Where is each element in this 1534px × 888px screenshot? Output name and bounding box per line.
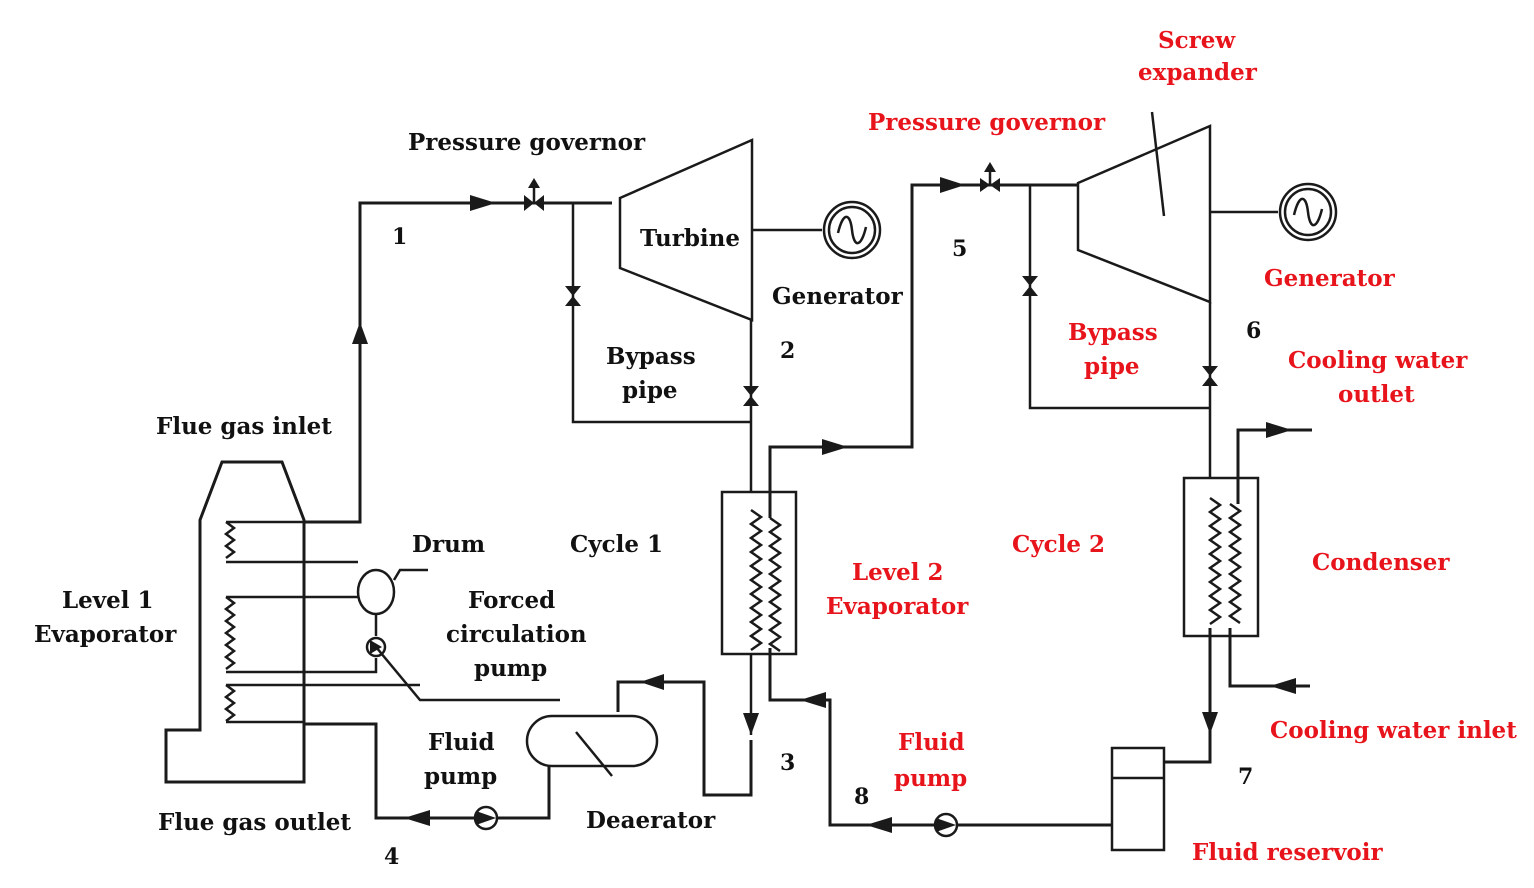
level1-evaporator-duct [164, 460, 306, 784]
label-screw: Screw [1158, 27, 1236, 54]
label-cycle-2: Cycle 2 [1012, 531, 1105, 558]
fluid-reservoir-box [1110, 746, 1166, 852]
flow-arrow-left-4 [404, 810, 430, 826]
pipe-evaporator-to-turbine [304, 195, 612, 524]
label-bypass-2-pipe: pipe [1084, 353, 1140, 380]
flow-arrow-left [640, 674, 664, 690]
label-level1: Level 1 [62, 587, 154, 614]
state-point-8: 8 [854, 784, 869, 810]
label-cooling-water-inlet: Cooling water inlet [1270, 717, 1517, 744]
deaerator-vessel [304, 714, 659, 820]
label-fluid-reservoir: Fluid reservoir [1192, 839, 1384, 866]
label-level2-evaporator: Evaporator [826, 593, 969, 620]
label-fluid-pump-1-pump: pump [424, 763, 497, 790]
screw-expander-shape [1076, 111, 1278, 304]
level2-evaporator-box [720, 490, 798, 656]
flow-arrow-up [352, 322, 368, 344]
label-bypass-1: Bypass [606, 343, 696, 370]
state-point-7: 7 [1238, 764, 1253, 790]
pressure-governor-2-valve [980, 162, 1000, 192]
label-cooling-water-outlet: Cooling water [1288, 347, 1468, 374]
condenser-box [1182, 422, 1312, 694]
label-fluid-pump-1: Fluid [428, 729, 495, 756]
state-point-1: 1 [392, 224, 407, 250]
state-point-6: 6 [1246, 318, 1261, 344]
label-generator-1: Generator [772, 283, 904, 310]
bypass-pipe-1 [565, 203, 751, 424]
label-pressure-governor-2: Pressure governor [868, 109, 1106, 136]
label-expander: expander [1138, 59, 1258, 86]
state-point-2: 2 [780, 338, 795, 364]
state-point-5: 5 [952, 236, 967, 262]
label-cooling-outlet: outlet [1338, 381, 1415, 408]
label-forced-pump: pump [474, 655, 547, 682]
drum-and-forced-circulation [304, 560, 560, 702]
label-turbine: Turbine [640, 225, 740, 252]
label-fluid-pump-2: Fluid [898, 729, 965, 756]
bypass-pipe-2 [1022, 185, 1210, 410]
fluid-pump-2-icon [933, 812, 959, 838]
label-condenser: Condenser [1312, 549, 1450, 576]
label-pressure-governor-1: Pressure governor [408, 129, 646, 156]
label-level2: Level 2 [852, 559, 944, 586]
state-point-4: 4 [384, 844, 399, 870]
generator-2-icon [1278, 182, 1338, 242]
label-bypass-1-pipe: pipe [622, 377, 678, 404]
flow-arrow-right [470, 195, 496, 211]
label-fluid-pump-2-pump: pump [894, 765, 967, 792]
fluid-pump-1-icon [404, 805, 499, 831]
label-drum: Drum [412, 531, 485, 558]
label-flue-gas-outlet: Flue gas outlet [158, 809, 351, 836]
label-forced: Forced [468, 587, 555, 614]
pipe-condenser-to-reservoir [1164, 628, 1218, 764]
label-flue-gas-inlet: Flue gas inlet [156, 413, 332, 440]
label-cycle-1: Cycle 1 [570, 531, 663, 558]
label-level1-evaporator: Evaporator [34, 621, 177, 648]
label-circulation: circulation [446, 621, 587, 648]
label-generator-2: Generator [1264, 265, 1396, 292]
pipe-level2-to-expander [768, 177, 1112, 833]
generator-1-icon [822, 200, 882, 260]
pressure-governor-1-valve [524, 178, 544, 211]
label-deaerator: Deaerator [586, 807, 716, 834]
state-point-3: 3 [780, 750, 795, 776]
label-bypass-2: Bypass [1068, 319, 1158, 346]
flow-arrow-down [743, 713, 759, 735]
